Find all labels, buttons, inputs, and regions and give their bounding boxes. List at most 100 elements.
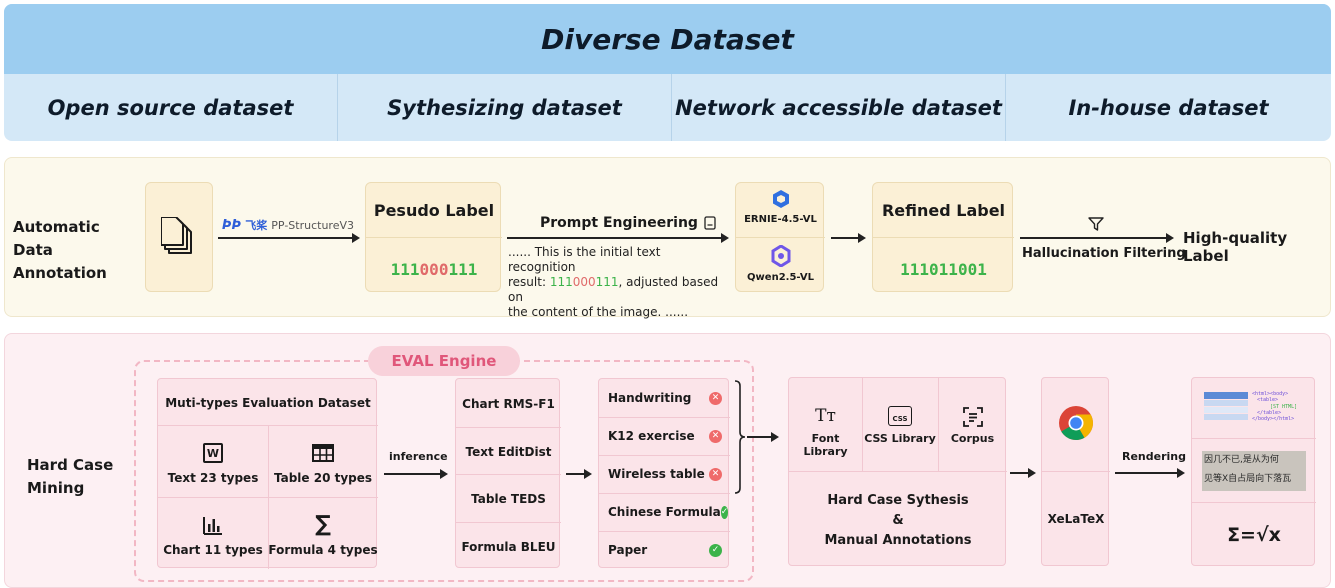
divider xyxy=(862,378,863,471)
divider xyxy=(1192,438,1316,439)
html-line-3: [ST HTML] xyxy=(1270,403,1298,410)
document-icon xyxy=(704,216,716,230)
documents-icon xyxy=(161,217,192,254)
font-icon: Tт xyxy=(815,406,836,426)
divider xyxy=(1192,502,1316,503)
divider xyxy=(599,531,730,532)
arrow-to-high-quality xyxy=(1020,233,1174,243)
prompt-engineering-label: Prompt Engineering xyxy=(540,215,716,231)
prompt-line-2: result: 111000111, adjusted based on xyxy=(508,275,728,305)
bit-segment: 111 xyxy=(549,275,573,289)
synthesis-line-2: & xyxy=(892,513,904,528)
handwriting-line-2: 见等X自占局向下落瓦 xyxy=(1204,474,1292,484)
refined-label-title: Refined Label xyxy=(881,201,1006,220)
check-icon: ✓ xyxy=(709,543,722,557)
eval-engine-badge: EVAL Engine xyxy=(368,346,520,376)
arrow-to-metrics xyxy=(384,469,448,479)
pseudo-label-title: Pesudo Label xyxy=(373,201,495,220)
font-library-label: Font Library xyxy=(803,432,848,458)
rendered-handwriting-preview: 因几不已,是从为何 见等X自占局向下落瓦 xyxy=(1202,451,1306,491)
divider xyxy=(599,493,730,494)
qwen-logo-icon xyxy=(771,245,791,267)
refined-label-box: Refined Label 111011001 xyxy=(872,182,1014,292)
cross-icon: ✕ xyxy=(709,429,722,443)
results-box: Handwriting✕K12 exercise✕Wireless table✕… xyxy=(598,378,730,568)
prompt-line-2-suffix: , adjusted based on xyxy=(508,275,719,304)
bit-segment: 111 xyxy=(390,260,420,279)
metrics-box: Chart RMS-F1 Text EditDist Table TEDS Fo… xyxy=(455,378,561,568)
divider xyxy=(789,471,1007,472)
divider xyxy=(873,237,1014,238)
rendered-html-snippet: <html><body> <table> [ST HTML] </table> … xyxy=(1252,391,1297,422)
synthesis-text: Hard Case Sythesis & Manual Annotations xyxy=(789,491,1007,551)
documents-box xyxy=(145,182,213,292)
result-row: K12 exercise ✕ xyxy=(599,417,730,455)
models-box: ERNIE-4.5-VL Qwen2.5-VL xyxy=(735,182,825,292)
divider xyxy=(456,474,561,475)
arrow-to-refined-label xyxy=(831,233,866,243)
arrow-to-results xyxy=(566,469,592,479)
rendered-table-preview xyxy=(1204,392,1248,420)
divider xyxy=(366,237,502,238)
banner-title: Diverse Dataset xyxy=(4,4,1331,74)
prompt-line-2-prefix: result: xyxy=(508,275,550,289)
dataset-network: Network accessible dataset xyxy=(675,95,1002,120)
divider xyxy=(736,237,825,238)
html-line-4: </table> xyxy=(1257,409,1282,416)
divider xyxy=(158,497,378,498)
rendered-formula: Σ=√x xyxy=(1227,524,1281,546)
metric-chart: Chart RMS-F1 xyxy=(462,397,555,411)
dataset-synthesizing: Sythesizing dataset xyxy=(387,95,622,120)
bar-chart-icon xyxy=(203,517,222,535)
eval-type-text: Text 23 types xyxy=(167,471,259,485)
paddle-model-name: PP-StructureV3 xyxy=(271,218,354,232)
arrow-to-models xyxy=(507,233,729,243)
chrome-icon xyxy=(1059,406,1093,440)
eval-dataset-title: Muti-types Evaluation Dataset xyxy=(165,396,371,410)
ernie-logo-icon xyxy=(773,190,789,208)
renderer-box: XeLaTeX xyxy=(1041,377,1110,566)
divider xyxy=(599,455,730,456)
renderer-label: XeLaTeX xyxy=(1047,512,1105,526)
paddle-brand: 飞桨 xyxy=(245,219,268,232)
check-icon: ✓ xyxy=(720,505,729,519)
synthesis-line-3: Manual Annotations xyxy=(824,533,972,548)
divider xyxy=(456,522,561,523)
css-library-label: CSS Library xyxy=(864,432,936,445)
pseudo-label-box: Pesudo Label 111000111 xyxy=(365,182,502,292)
paddle-logo-icon: ÞÞ xyxy=(222,217,242,233)
prompt-bits: 111000111 xyxy=(550,275,619,289)
eval-type-table: Table 20 types xyxy=(273,471,373,485)
dataset-banner: Diverse Dataset Open source dataset Syth… xyxy=(4,4,1331,141)
result-label: Handwriting xyxy=(608,391,692,405)
hard-case-section-label: Hard Case Mining xyxy=(27,456,114,497)
html-line-1: <html><body> xyxy=(1252,391,1289,397)
eval-dataset-box: Muti-types Evaluation Dataset W Text 23 … xyxy=(157,378,378,569)
cross-icon: ✕ xyxy=(709,467,722,481)
paddle-model-label: ÞÞ 飞桨 PP-StructureV3 xyxy=(222,216,354,234)
arrow-to-pseudo-label xyxy=(218,233,360,243)
dataset-open-source: Open source dataset xyxy=(47,95,294,120)
high-quality-label: High-quality Label xyxy=(1183,229,1288,265)
hallucination-filtering-label: Hallucination Filtering xyxy=(1022,246,1186,261)
divider xyxy=(599,417,730,418)
corpus-label: Corpus xyxy=(950,432,995,445)
arrow-to-outputs xyxy=(1115,468,1185,478)
refined-label-bits: 111011001 xyxy=(900,260,987,279)
metric-formula: Formula BLEU xyxy=(461,540,556,554)
sigma-icon: ∑ xyxy=(315,512,331,537)
pseudo-label-bits: 111000111 xyxy=(366,260,502,279)
result-label: Paper xyxy=(608,543,648,557)
model-ernie: ERNIE-4.5-VL xyxy=(744,214,817,225)
divider xyxy=(1042,471,1110,472)
result-label: Wireless table xyxy=(608,467,705,481)
prompt-text: ...... This is the initial text recognit… xyxy=(508,245,728,320)
eval-type-formula: Formula 4 types xyxy=(268,543,378,557)
metric-table: Table TEDS xyxy=(471,492,546,506)
synthesis-box: Tт Font Library CSS CSS Library Corpus H… xyxy=(788,377,1007,566)
bit-segment: 000 xyxy=(419,260,449,279)
result-label: K12 exercise xyxy=(608,429,695,443)
html-line-2: <table> xyxy=(1257,397,1279,404)
model-qwen: Qwen2.5-VL xyxy=(747,272,814,283)
annotation-section-label: Automatic Data Annotation xyxy=(13,218,107,282)
